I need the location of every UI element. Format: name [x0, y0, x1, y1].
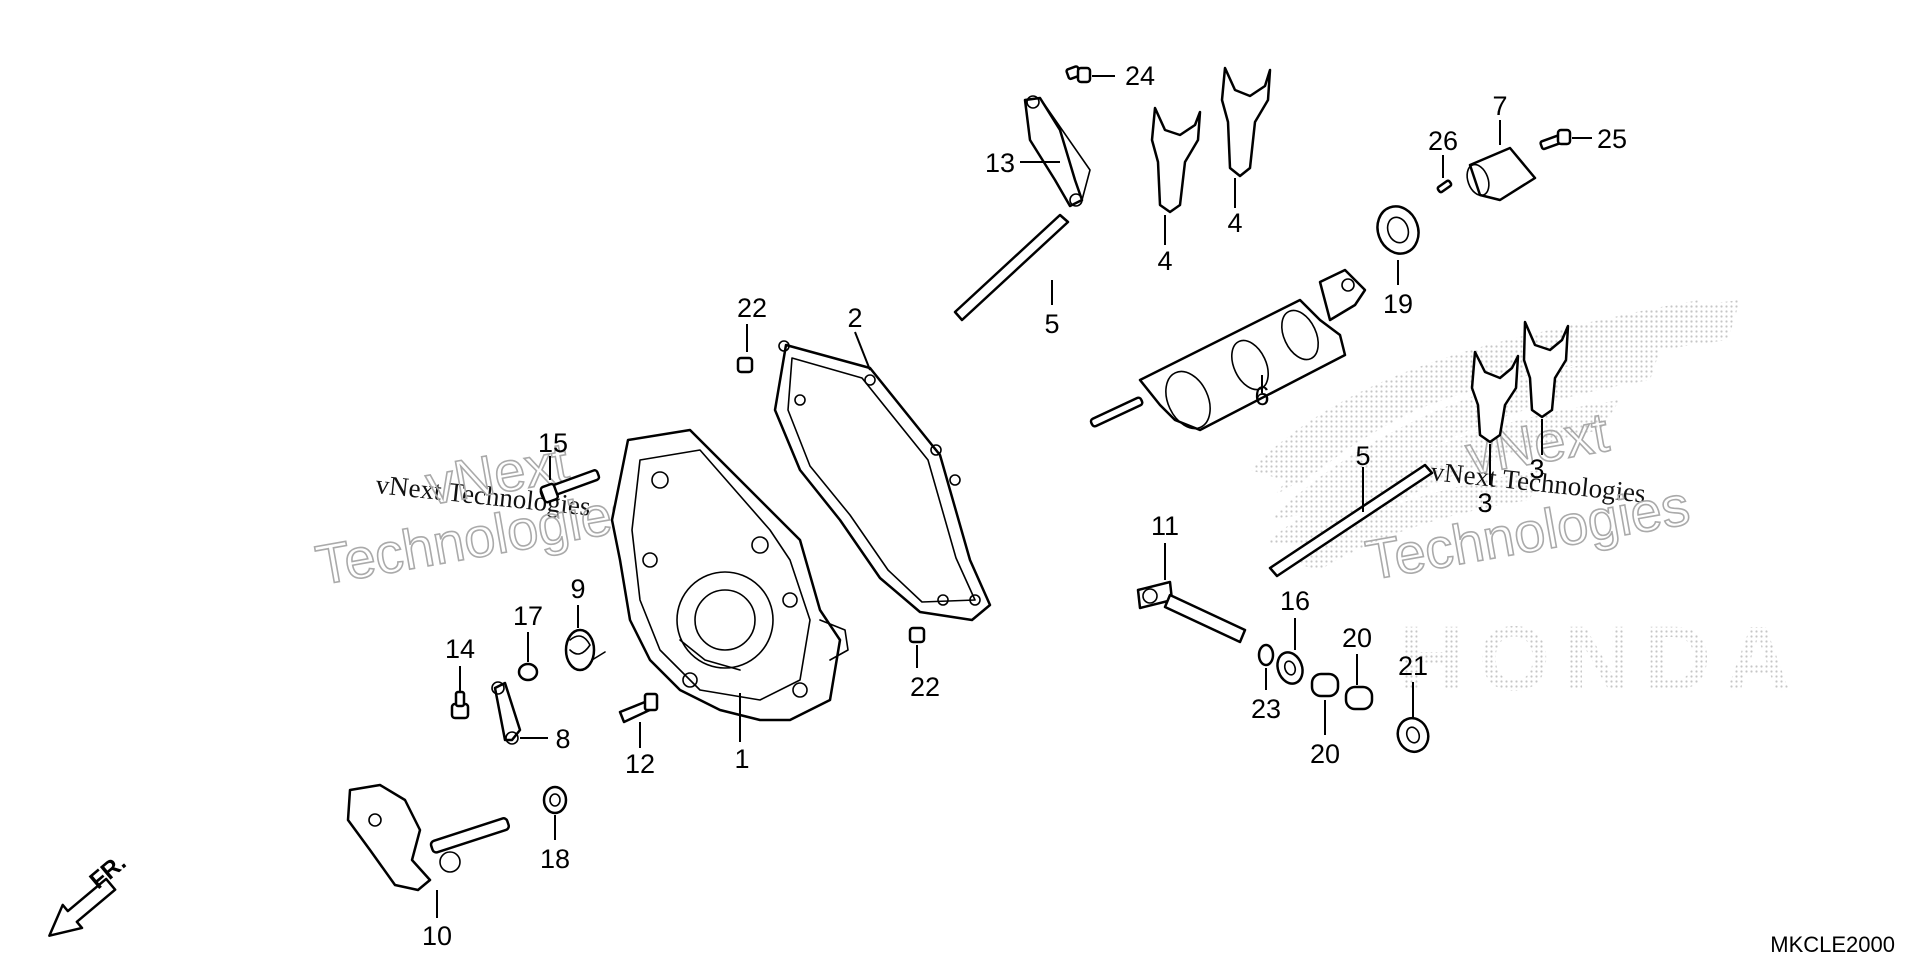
callout-10: 10	[422, 921, 452, 951]
part-22-dowel-upper	[736, 356, 754, 374]
callout-8: 8	[555, 724, 570, 754]
part-4-shift-fork-b	[1220, 66, 1272, 178]
callout-23: 23	[1251, 694, 1281, 724]
callout-22-a: 22	[737, 293, 767, 323]
callout-11: 11	[1151, 511, 1179, 541]
part-26-pin	[1436, 179, 1453, 194]
part-8-stopper-arm	[491, 681, 522, 745]
part-17-collar	[517, 662, 539, 682]
part-23-circlip	[1257, 643, 1275, 667]
part-14-bolt	[450, 690, 470, 720]
part-21-oil-seal	[1396, 716, 1430, 754]
part-2-gasket	[773, 340, 992, 622]
part-15-bolt	[539, 469, 601, 504]
part-4-shift-fork-a	[1150, 106, 1202, 214]
callout-5-a: 5	[1044, 309, 1059, 339]
callout-16: 16	[1280, 586, 1310, 616]
callout-7: 7	[1492, 91, 1507, 121]
part-24-bolt	[1065, 65, 1092, 84]
callout-19: 19	[1383, 289, 1413, 319]
callout-4-b: 4	[1227, 208, 1242, 238]
part-3-shift-fork-b	[1522, 320, 1570, 419]
callout-21: 21	[1398, 651, 1428, 681]
part-20-bushing-b	[1344, 685, 1374, 711]
part-20-bushing-a	[1310, 672, 1340, 698]
callout-15: 15	[538, 428, 568, 458]
callout-1: 1	[734, 744, 749, 774]
callout-24: 24	[1125, 61, 1155, 91]
callout-6: 6	[1254, 381, 1269, 411]
part-5-shift-fork-shaft-upper	[953, 213, 1070, 322]
callout-13: 13	[985, 148, 1015, 178]
part-13-stopper-plate	[1023, 95, 1091, 208]
callout-26: 26	[1428, 126, 1458, 156]
callout-5-b: 5	[1355, 441, 1370, 471]
front-label: FR.	[85, 849, 132, 895]
callout-20-a: 20	[1342, 623, 1372, 653]
part-10-gearshift-spindle	[346, 783, 511, 892]
part-18-oil-seal	[542, 785, 568, 815]
callout-4-a: 4	[1157, 246, 1172, 276]
part-6-shift-drum	[1089, 268, 1367, 432]
part-5-shift-fork-shaft-lower	[1268, 463, 1434, 578]
part-1-crankcase-cover	[610, 428, 849, 722]
callout-3-b: 3	[1477, 488, 1492, 518]
part-25-bolt	[1539, 128, 1572, 151]
part-11-gearshift-shaft	[1136, 580, 1247, 644]
part-3-shift-fork-a	[1470, 350, 1520, 444]
callout-9: 9	[570, 574, 585, 604]
part-22-dowel-lower	[908, 626, 926, 644]
honda-logo-letters: HONDA	[1398, 608, 1805, 710]
honda-wing-logo	[1250, 300, 1740, 570]
callout-14: 14	[445, 634, 475, 664]
part-16-washer	[1276, 651, 1304, 685]
diagram-code: MKCLE2000	[1770, 932, 1895, 957]
callout-18: 18	[540, 844, 570, 874]
front-direction-arrow	[48, 877, 117, 937]
part-19-bearing	[1376, 205, 1420, 255]
callout-2: 2	[847, 303, 862, 333]
part-7-drum-center	[1466, 146, 1537, 202]
callout-17: 17	[513, 601, 543, 631]
callout-25: 25	[1597, 124, 1627, 154]
callout-3-a: 3	[1529, 454, 1544, 484]
callout-20-b: 20	[1310, 739, 1340, 769]
part-12-stud	[618, 692, 659, 724]
callout-22-b: 22	[910, 672, 940, 702]
callout-12: 12	[625, 749, 655, 779]
part-9-spring	[564, 628, 606, 672]
